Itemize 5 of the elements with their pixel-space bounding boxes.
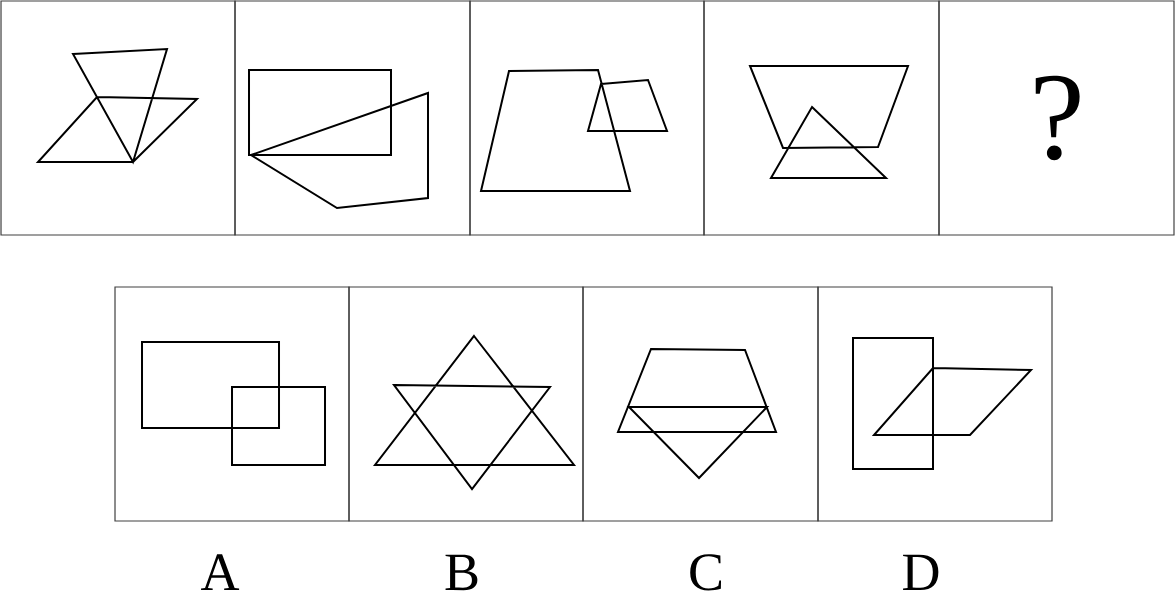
option-letter: C	[690, 554, 722, 591]
option-letter: A	[201, 554, 240, 590]
option-letter: D	[903, 554, 939, 591]
option-letter: B	[445, 554, 478, 591]
question-mark: ?	[1035, 75, 1080, 161]
